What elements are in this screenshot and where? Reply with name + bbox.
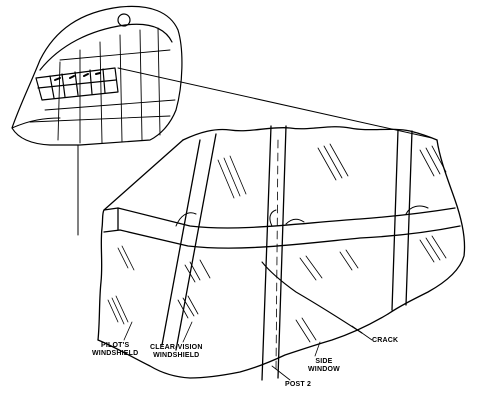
left-break-edge xyxy=(97,139,184,341)
clear-vision-windshield-label-line1: CLEAR-VISION xyxy=(150,344,203,351)
nose-outline xyxy=(11,5,183,146)
clear-vision-windshield-label: CLEAR-VISION WINDSHIELD xyxy=(150,344,203,360)
side-window-label: SIDE WINDOW xyxy=(308,358,340,374)
side-window-label-line1: SIDE xyxy=(315,358,333,365)
crack-line xyxy=(261,261,363,334)
pilots-windshield-label-line2: WINDSHIELD xyxy=(92,350,139,357)
pilots-windshield-label: PILOT'S WINDSHIELD xyxy=(92,342,138,358)
pilots-windshield-label-line1: PILOT'S xyxy=(100,342,130,349)
window-band xyxy=(35,67,119,101)
bottom-break-edge xyxy=(97,313,389,379)
right-break-edge xyxy=(387,139,466,315)
glass-reflections xyxy=(107,143,447,343)
post-2 xyxy=(261,125,287,381)
hatch-circle xyxy=(117,13,131,27)
post-1 xyxy=(161,133,217,351)
projection-lines xyxy=(77,67,433,236)
callout-leaders xyxy=(123,321,373,381)
canopy-line xyxy=(39,23,173,71)
crack-label: CRACK xyxy=(372,337,399,344)
horizontal-frame xyxy=(103,207,461,249)
clear-vision-windshield-label-line2: WINDSHIELD xyxy=(153,352,200,359)
post-2-label: POST 2 xyxy=(285,381,312,388)
side-window-label-line2: WINDOW xyxy=(308,366,340,373)
post-3 xyxy=(391,129,413,311)
top-break-edge xyxy=(182,126,438,141)
aircraft-nose-view xyxy=(11,5,183,146)
enlarged-windshield-view xyxy=(97,125,466,381)
